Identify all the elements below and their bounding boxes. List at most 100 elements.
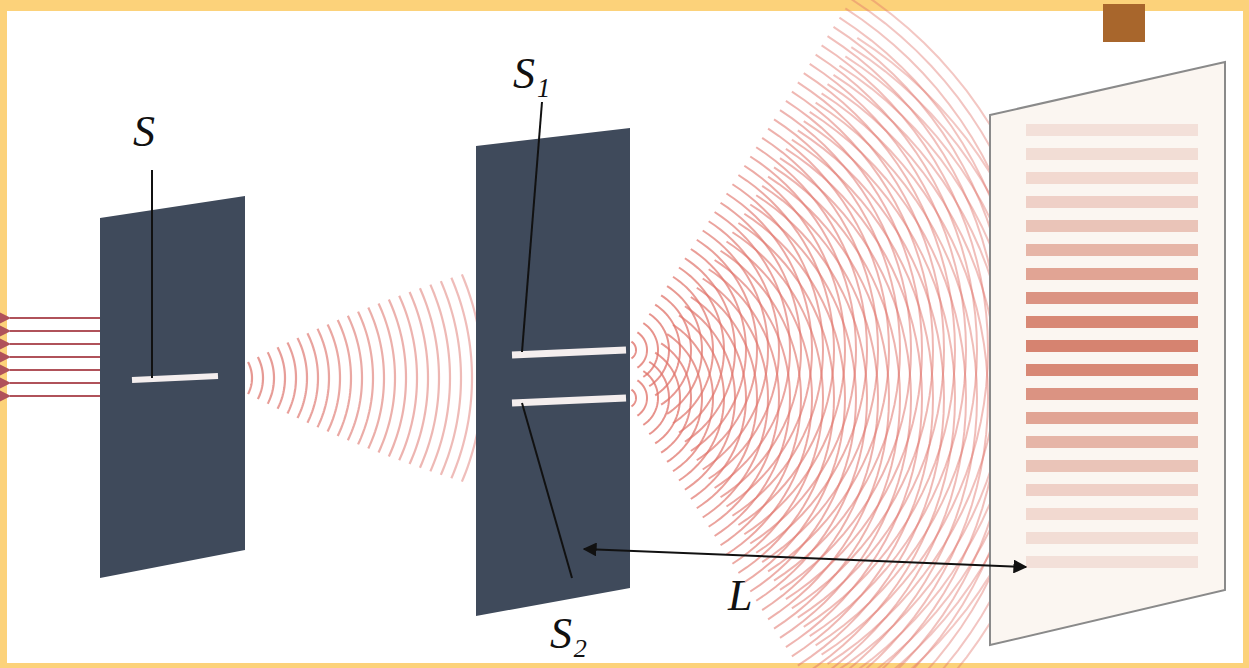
wavefront [774,119,900,580]
wavefront [338,320,351,436]
wavefront [673,325,713,471]
light-ray [10,317,100,319]
wavefront [839,66,1000,668]
fringe [1026,388,1198,400]
fringe [1026,460,1198,472]
wavefront [786,149,922,647]
fringe [1026,148,1198,160]
wavefronts [631,0,1000,668]
wavefront [643,323,658,377]
wavefront [631,390,636,407]
wavefront [845,56,1000,668]
wavefront [278,347,285,408]
wavefront [661,295,691,404]
wavefront [328,324,340,431]
wavefront [420,288,439,467]
corner-patch [1103,4,1145,42]
wavefront [756,195,867,601]
single-slit-plate [100,196,245,578]
light-ray [10,330,100,332]
wavefront [655,353,680,444]
fringe [1026,484,1198,496]
wavefront [691,297,746,499]
wavefront [750,204,856,591]
wavefront [637,380,647,415]
text-label: L [728,574,752,618]
wavefront [368,308,384,449]
wavefront [661,343,691,452]
wavefront [857,38,1000,668]
light-ray [10,343,100,345]
wavefront [248,362,252,394]
incoming-rays [10,318,100,396]
light-ray [10,382,100,384]
wavefront [258,357,263,399]
wavefront [726,241,812,554]
wavefront [679,316,724,481]
text-label: S₂ [550,612,587,656]
wavefront [703,279,768,518]
fringe [1026,436,1198,448]
wavefront [709,269,779,526]
wavefront [810,112,966,668]
wavefront [410,292,428,464]
wavefront [715,260,790,536]
fringe [1026,244,1198,256]
wavefront [649,362,669,434]
wavefront [792,140,933,657]
distance-arrow [584,549,1026,567]
fringe [1026,364,1198,376]
slit [512,398,626,403]
fringe [1026,268,1198,280]
wavefront [804,121,955,668]
wavefront [348,316,362,440]
wavefront [318,329,329,427]
screen [990,62,1225,645]
slit [132,376,218,380]
wavefront [451,278,472,479]
wavefront [851,47,1000,668]
ground [7,11,1243,663]
wavefront [637,332,647,367]
fringe [1026,412,1198,424]
light-ray [10,395,100,397]
fringe [1026,340,1198,352]
wavefront [768,177,889,620]
text-label: S₁ [513,52,550,96]
wavefront [857,0,1000,668]
wavefront [389,300,406,457]
fringe [1026,292,1198,304]
fringe [1026,196,1198,208]
fringe [1026,316,1198,328]
wavefront [709,221,779,478]
fringe [1026,532,1198,544]
wavefront [732,184,823,516]
fringe [1026,508,1198,520]
wavefront [726,193,812,506]
wavefronts [232,274,482,481]
wavefront [649,314,669,386]
wavefront [288,343,296,414]
wavefront [307,333,318,422]
wavefront [379,304,395,453]
light-ray [10,369,100,371]
leader-line [151,170,153,378]
wavefront [297,338,307,418]
wavefront [268,352,274,404]
wavefront [721,251,801,546]
wavefront [762,186,878,610]
wavefront [655,305,680,396]
slit [512,350,626,355]
wavefront [780,158,911,638]
fringe [1026,172,1198,184]
wavefront [643,371,658,425]
wavefront [732,232,823,564]
leader-line [522,403,572,578]
fringe [1026,220,1198,232]
fringe [1026,556,1198,568]
wavefront [816,103,977,668]
wavefront [828,84,999,668]
